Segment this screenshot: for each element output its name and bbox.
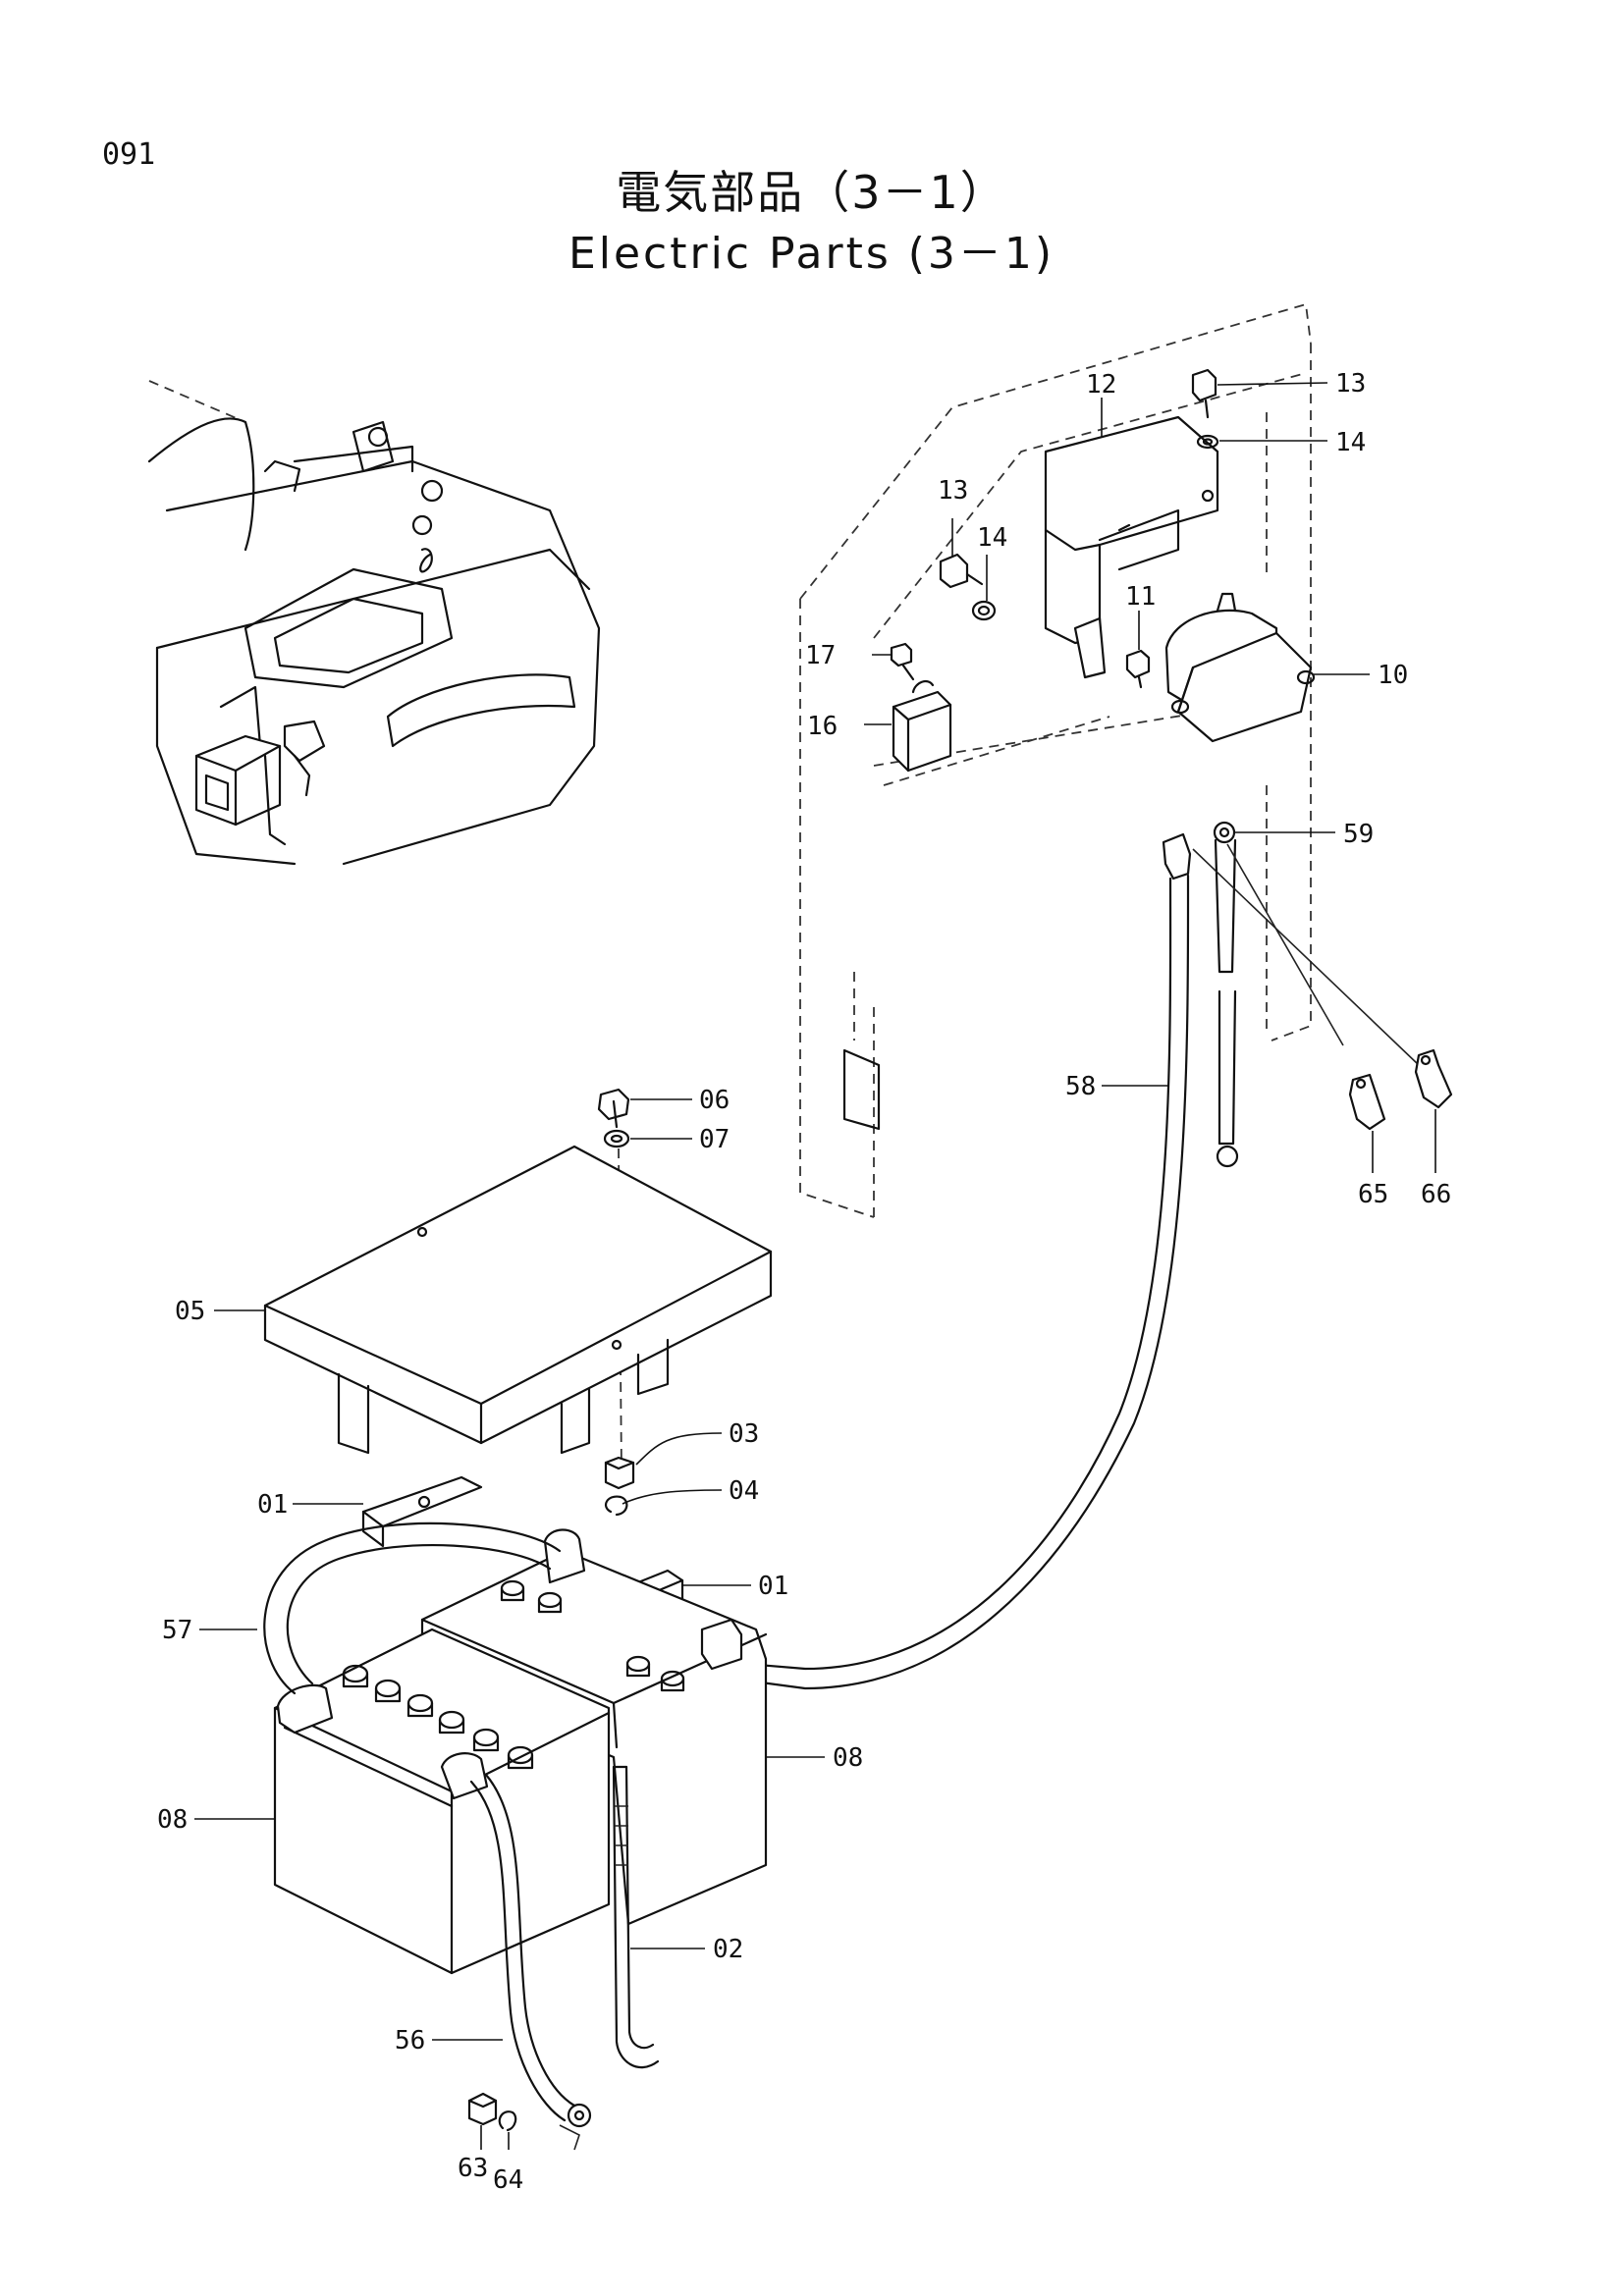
label-14-upper: 14 [1335,428,1366,457]
label-04: 04 [729,1476,759,1506]
label-65: 65 [1358,1180,1388,1209]
part-64-washer [498,2110,517,2132]
label-03: 03 [729,1419,759,1449]
label-02: 02 [713,1935,743,1964]
part-12-bracket [1044,415,1219,679]
leader-lines [194,382,1436,2150]
label-12: 12 [1086,370,1116,400]
label-10: 10 [1378,661,1408,690]
label-11: 11 [1125,582,1156,612]
page-title-japanese: 電気部品（3－1） [616,166,1007,219]
part-11-screw [1125,649,1151,689]
label-01-right: 01 [758,1572,788,1601]
label-08-left: 08 [157,1805,188,1835]
label-14-left: 14 [977,523,1007,553]
label-59: 59 [1343,820,1374,849]
label-58: 58 [1065,1072,1096,1101]
part-05-hold-down-plate [263,1145,773,1455]
part-14-washer-upper [1196,434,1219,450]
part-57-cable [263,1522,562,1695]
label-01-left: 01 [257,1490,288,1520]
label-64: 64 [493,2165,523,2195]
part-01-bracket-left [361,1475,483,1548]
machine-overview-illustration [147,380,601,866]
part-03-nut [604,1456,635,1490]
part-07-washer [603,1129,630,1148]
label-57: 57 [162,1616,192,1645]
part-59-cable [1192,821,1420,1168]
part-13-bolt-upper [1191,368,1217,419]
label-05: 05 [175,1297,205,1326]
part-65-terminal-cover [1348,1073,1386,1131]
part-58-cable [744,832,1192,1690]
label-17: 17 [805,641,836,670]
part-56-cable [469,1773,592,2128]
part-08-battery-front [273,1628,611,1975]
label-13-upper: 13 [1335,369,1366,399]
part-66-terminal-cover [1414,1048,1453,1109]
label-07: 07 [699,1125,730,1154]
part-63-nut [467,2092,498,2126]
label-63: 63 [458,2154,488,2183]
label-56: 56 [395,2026,425,2056]
label-08-right: 08 [833,1743,863,1773]
label-13-left: 13 [938,476,968,506]
frame-panel [799,302,1312,1218]
part-06-wing-nut [597,1088,630,1129]
part-14-washer-left [971,600,997,621]
label-66: 66 [1421,1180,1451,1209]
page-number: 091 [102,137,156,172]
part-17-screw [890,642,915,681]
part-10-unit [1164,592,1316,743]
part-04-lock-washer [604,1495,628,1517]
label-16: 16 [807,712,838,741]
part-02-rod [612,1765,660,2069]
page-title-english: Electric Parts (3－1) [568,229,1055,279]
part-16-relay [892,679,952,773]
part-number-labels: 13 12 14 13 14 11 17 10 16 59 58 65 66 0… [157,369,1451,2195]
part-13-bolt-left [939,553,984,589]
label-06: 06 [699,1086,730,1115]
